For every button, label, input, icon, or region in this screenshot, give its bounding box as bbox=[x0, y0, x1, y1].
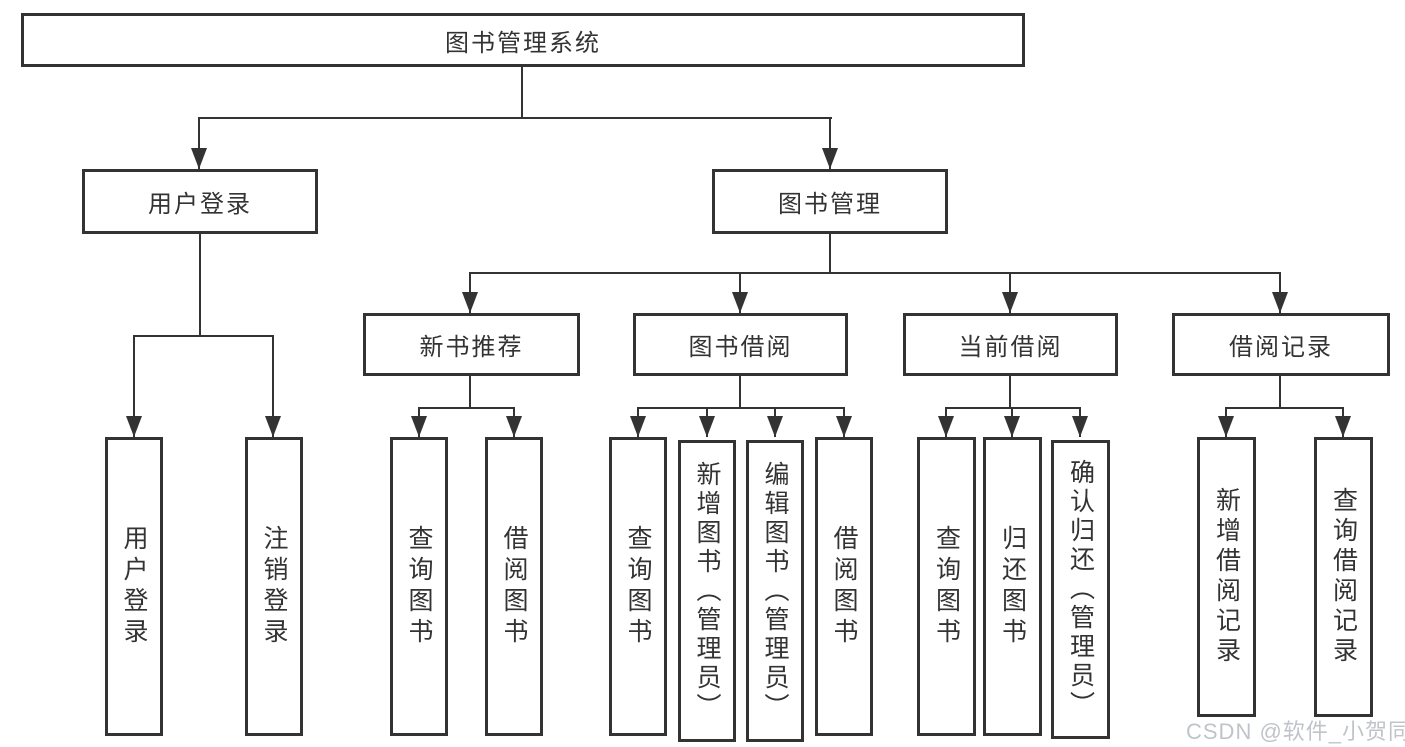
node-current-borrowing-label: 当前借阅 bbox=[958, 334, 1063, 361]
connector-new-books-stem bbox=[469, 376, 471, 408]
arrow-down-icon bbox=[836, 416, 852, 437]
node-book-management: 图书管理 bbox=[712, 169, 948, 234]
node-library-system: 图书管理系统 bbox=[21, 13, 1025, 67]
node-book-borrowing-label: 图书借阅 bbox=[688, 334, 793, 361]
arrow-down-icon bbox=[938, 416, 954, 437]
arrow-down-icon bbox=[732, 292, 748, 313]
arrow-down-icon bbox=[1072, 416, 1088, 437]
arrow-down-icon bbox=[462, 292, 478, 313]
leaf-logout-label: 注销登录 bbox=[260, 524, 288, 649]
leaf-borrow-books: 借阅图书 bbox=[815, 437, 873, 736]
connector-current-borrow-stem bbox=[1009, 376, 1011, 408]
leaf-edit-books-admin: 编辑图书（管理员） bbox=[746, 440, 804, 742]
arrow-down-icon bbox=[1272, 292, 1288, 313]
connector-root-crossbar bbox=[198, 117, 832, 119]
node-book-borrowing: 图书借阅 bbox=[633, 313, 848, 376]
leaf-return-books: 归还图书 bbox=[983, 437, 1042, 736]
node-borrowing-records: 借阅记录 bbox=[1172, 313, 1390, 376]
leaf-query-books-borrow: 查询图书 bbox=[609, 437, 667, 736]
leaf-confirm-return-admin: 确认归还（管理员） bbox=[1051, 440, 1110, 739]
leaf-query-books-recommend: 查询图书 bbox=[390, 437, 448, 736]
connector-user-login-stem bbox=[199, 234, 201, 335]
leaf-query-borrow-record-label: 查询借阅记录 bbox=[1329, 487, 1358, 667]
leaf-borrow-books-label: 借阅图书 bbox=[830, 524, 858, 649]
leaf-edit-books-admin-label: 编辑图书（管理员） bbox=[761, 460, 789, 722]
connector-drop-book-management bbox=[829, 117, 831, 169]
leaf-add-borrow-record-label: 新增借阅记录 bbox=[1212, 487, 1241, 667]
leaf-borrow-books-recommend: 借阅图书 bbox=[485, 437, 543, 736]
leaf-user-login-label: 用户登录 bbox=[120, 524, 148, 649]
leaf-confirm-return-admin-label: 确认归还（管理员） bbox=[1066, 459, 1095, 720]
connector-root-stem bbox=[521, 66, 523, 118]
leaf-query-books-recommend-label: 查询图书 bbox=[405, 524, 433, 649]
arrow-down-icon bbox=[767, 416, 783, 437]
leaf-user-login: 用户登录 bbox=[105, 437, 163, 736]
leaf-add-books-admin-label: 新增图书（管理员） bbox=[693, 460, 721, 722]
node-user-login: 用户登录 bbox=[82, 169, 318, 234]
arrow-down-icon bbox=[191, 148, 207, 169]
node-new-book-recommend: 新书推荐 bbox=[363, 313, 580, 376]
leaf-borrow-books-recommend-label: 借阅图书 bbox=[500, 524, 528, 649]
connector-new-books-crossbar bbox=[418, 407, 515, 409]
watermark: CSDN @软件_小贺同学 bbox=[1186, 719, 1405, 744]
connector-book-management-crossbar bbox=[469, 272, 1280, 274]
arrow-down-icon bbox=[1004, 416, 1020, 437]
node-new-book-recommend-label: 新书推荐 bbox=[419, 334, 524, 361]
arrow-down-icon bbox=[630, 416, 646, 437]
connector-drop-user-login bbox=[198, 117, 200, 169]
arrow-down-icon bbox=[265, 416, 281, 437]
connector-current-borrow-crossbar bbox=[945, 407, 1081, 409]
node-user-login-label: 用户登录 bbox=[148, 191, 252, 218]
connector-book-borrow-crossbar bbox=[637, 407, 844, 409]
arrow-down-icon bbox=[506, 416, 522, 437]
connector-drop-leaf bbox=[272, 335, 274, 437]
arrow-down-icon bbox=[1335, 416, 1351, 437]
arrow-down-icon bbox=[126, 416, 142, 437]
connector-borrow-records-stem bbox=[1279, 376, 1281, 408]
arrow-down-icon bbox=[1002, 292, 1018, 313]
arrow-down-icon bbox=[411, 416, 427, 437]
node-borrowing-records-label: 借阅记录 bbox=[1229, 334, 1333, 361]
node-book-management-label: 图书管理 bbox=[778, 191, 882, 218]
connector-borrow-records-crossbar bbox=[1225, 407, 1344, 409]
leaf-add-books-admin: 新增图书（管理员） bbox=[678, 440, 736, 742]
arrow-down-icon bbox=[822, 148, 838, 169]
leaf-query-books-current: 查询图书 bbox=[917, 437, 976, 736]
connector-book-management-stem bbox=[829, 234, 831, 272]
leaf-return-books-label: 归还图书 bbox=[998, 524, 1027, 649]
leaf-query-books-borrow-label: 查询图书 bbox=[624, 524, 652, 649]
connector-drop-leaf bbox=[133, 335, 135, 437]
leaf-logout: 注销登录 bbox=[245, 437, 303, 736]
arrow-down-icon bbox=[1218, 416, 1234, 437]
connector-user-login-crossbar bbox=[133, 335, 274, 337]
arrow-down-icon bbox=[699, 416, 715, 437]
node-library-system-label: 图书管理系统 bbox=[445, 29, 601, 57]
leaf-add-borrow-record: 新增借阅记录 bbox=[1197, 437, 1256, 717]
connector-book-borrow-stem bbox=[739, 376, 741, 408]
node-current-borrowing: 当前借阅 bbox=[903, 313, 1118, 376]
leaf-query-borrow-record: 查询借阅记录 bbox=[1314, 437, 1373, 717]
leaf-query-books-current-label: 查询图书 bbox=[932, 524, 961, 649]
